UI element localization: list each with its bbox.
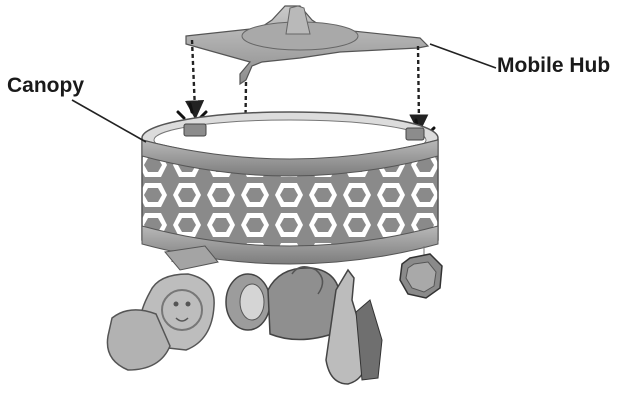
- toy-elephant: [267, 267, 341, 341]
- canopy-clip-left: [183, 123, 207, 137]
- mobile-hub-label: Mobile Hub: [497, 54, 611, 77]
- leader-lines: [71, 43, 497, 143]
- canopy-top-band: [141, 139, 439, 177]
- toy-giraffe-pattern: [355, 299, 383, 381]
- hub-spire: [285, 5, 311, 35]
- canopy-clip-right: [405, 127, 425, 141]
- toy-rattle-inner: [239, 283, 265, 321]
- toy-pillow: [106, 309, 171, 371]
- mobile-hub: [185, 5, 430, 86]
- canopy-bottom-band: [141, 225, 439, 265]
- hub-leader-line: [429, 43, 497, 69]
- canopy-ring: [141, 111, 439, 265]
- canopy-label: Canopy: [7, 74, 85, 97]
- hanging-toys: [106, 245, 443, 385]
- toy-bar: [164, 245, 219, 271]
- canopy-leader-line: [71, 99, 147, 143]
